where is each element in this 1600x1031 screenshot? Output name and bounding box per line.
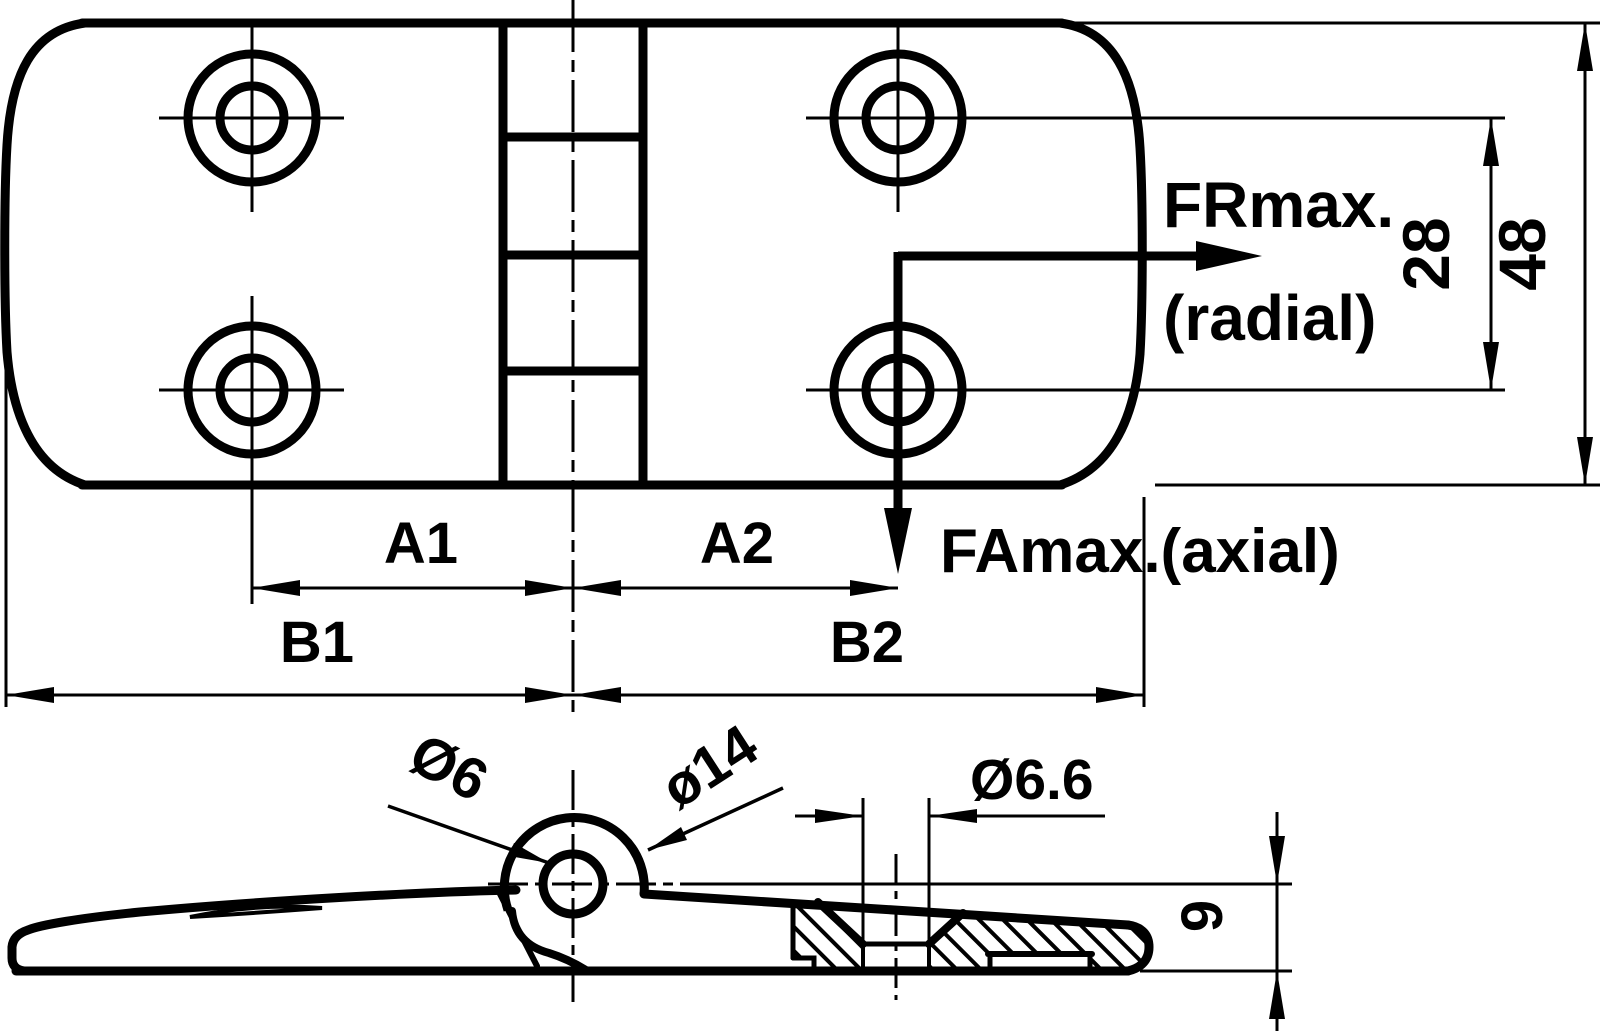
dim-a: A1 A2: [252, 511, 898, 596]
force-arrows: [884, 241, 1262, 574]
top-view: A1 A2 B1 B2 28 48 FRmax: [0, 0, 1600, 712]
knuckle-outer-circle: [499, 813, 649, 912]
dim-knuckle-label: ø14: [650, 712, 769, 821]
dim-mount-hole: Ø6.6: [795, 748, 1105, 940]
dim-knuckle: ø14: [647, 712, 784, 852]
dim-b: B1 B2: [6, 610, 1144, 703]
dim-pin-hole-label: Ø6: [400, 721, 498, 814]
countersink-cone-edges: [814, 898, 967, 948]
dim-thickness-label: 9: [1170, 900, 1235, 932]
dim-28: 28: [1389, 118, 1499, 390]
dim-a1-label: A1: [384, 511, 458, 576]
dim-28-label: 28: [1389, 217, 1463, 290]
radial-force-arrowhead: [1196, 241, 1262, 271]
hole-cylinder-walls: [861, 942, 931, 971]
molded-recess-lens: [189, 904, 323, 919]
extension-lines: [4, 21, 1600, 707]
side-view: Ø6 ø14 Ø6.6 9: [7, 712, 1292, 1031]
recess-void-right: [990, 954, 1090, 967]
axial-force-label: FAmax.(axial): [940, 517, 1340, 586]
radial-force-label: FRmax.: [1163, 169, 1394, 241]
left-leaf-top-edge: [7, 885, 521, 976]
axial-force-arrowhead: [884, 508, 912, 574]
dim-thickness: 9: [1140, 812, 1292, 1031]
right-leaf-top-surface: [639, 889, 1133, 930]
countersink-void: [818, 901, 963, 969]
centerlines: [159, 24, 1505, 604]
radial-force-note: (radial): [1163, 282, 1376, 354]
dim-48-label: 48: [1485, 217, 1559, 290]
dim-mount-hole-label: Ø6.6: [970, 748, 1094, 812]
recess-right-sides: [987, 951, 1093, 970]
recess-left-outline: [790, 955, 817, 970]
recess-void-left: [794, 958, 814, 968]
dim-a2-label: A2: [700, 511, 774, 576]
dim-b1-label: B1: [280, 610, 354, 675]
right-leaf-end: [1123, 920, 1154, 976]
body-left-edge: [0, 18, 90, 490]
body-right-edge: [1055, 18, 1147, 490]
dim-b2-label: B2: [830, 610, 904, 675]
knuckle-underside-curve: [508, 907, 590, 974]
right-leaf-section: [639, 889, 1154, 976]
dim-48: 48: [1485, 23, 1593, 485]
